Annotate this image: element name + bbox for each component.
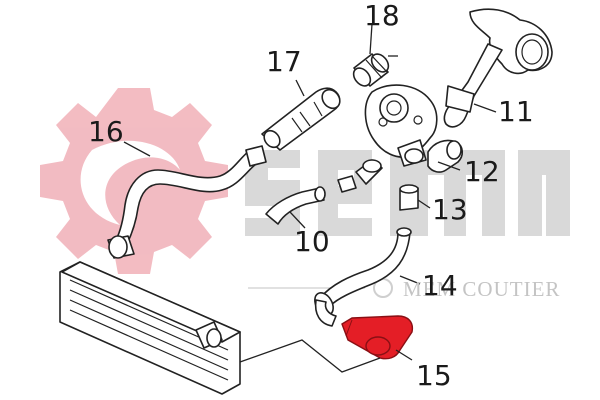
part-11-intake-pipe[interactable] [443, 8, 553, 128]
part-17-tube[interactable] [261, 86, 344, 151]
callout-17: 17 [266, 45, 302, 78]
part-14-hose[interactable] [311, 227, 412, 327]
callout-12: 12 [464, 155, 500, 188]
callout-11: 11 [498, 95, 534, 128]
intercooler [59, 261, 241, 395]
callout-13: 13 [432, 193, 468, 226]
part-15-highlighted-elbow[interactable] [341, 315, 414, 360]
connection-lines [239, 55, 398, 373]
callout-16: 16 [88, 115, 124, 148]
gear-swoosh-icon [80, 140, 180, 225]
brand-name-watermark: MEM COUTIER [403, 277, 561, 301]
turbo-housing [364, 84, 438, 167]
leader-lines [123, 23, 497, 361]
callout-15: 15 [416, 359, 452, 392]
part-13-sleeve[interactable] [399, 184, 419, 211]
callout-10: 10 [294, 225, 330, 258]
callout-18: 18 [364, 0, 400, 32]
part-18-connector[interactable] [350, 51, 392, 89]
brand-letters-watermark [245, 150, 570, 298]
part-12-elbow[interactable] [427, 139, 464, 173]
part-10-hose[interactable] [265, 159, 383, 225]
part-16-hose[interactable] [107, 145, 267, 259]
callout-14: 14 [422, 269, 458, 302]
